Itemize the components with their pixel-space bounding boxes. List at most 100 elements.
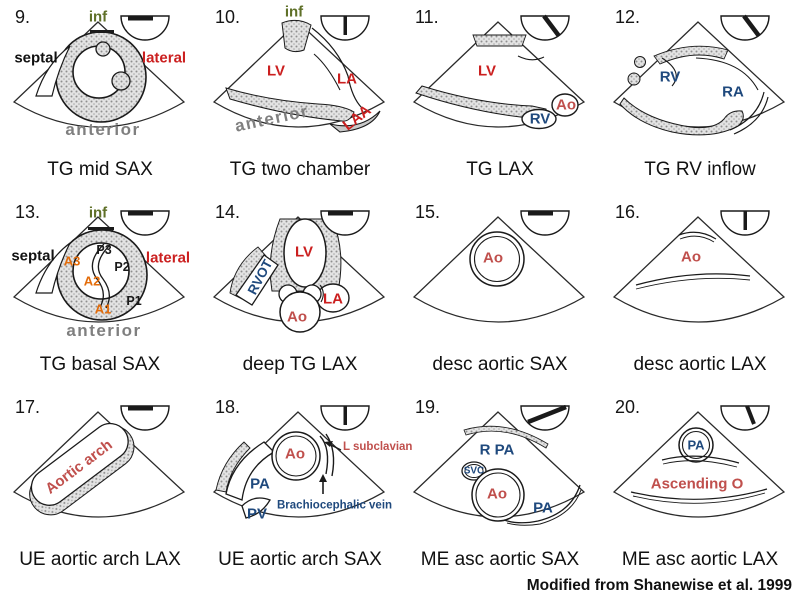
panel-15-desc-aortic-sax: 15. Ao desc aortic SAX <box>400 195 600 390</box>
multiplane-angle-icon <box>720 210 770 236</box>
label-a1: A1 <box>94 301 112 317</box>
label-pa: PA <box>250 475 270 493</box>
label-a3: A3 <box>63 253 81 269</box>
label-lateral: lateral <box>141 49 187 67</box>
label-lv: LV <box>294 243 314 261</box>
lv-cavity <box>72 242 130 300</box>
l-subclavian-arrowhead <box>324 441 333 447</box>
panel-20-drawing <box>612 405 786 518</box>
label-ao: Ao <box>556 96 576 114</box>
panel-19-me-asc-aortic-sax: 19. R PA SVC Ao PA ME asc aortic SAX <box>400 390 600 600</box>
aorta-far-wall <box>630 488 768 500</box>
aortic-arch-tube <box>29 422 135 516</box>
rv-free-wall-band <box>653 45 729 65</box>
panel-number: 14. <box>215 202 241 222</box>
aorta-near-wall <box>661 455 740 464</box>
multiplane-angle-icon <box>520 210 570 236</box>
label-ao: Ao <box>483 249 503 267</box>
panel-caption: desc aortic LAX <box>633 354 767 375</box>
panel-15-drawing <box>412 210 586 323</box>
left-edge-band <box>215 441 251 493</box>
multiplane-angle-icon <box>720 405 770 431</box>
label-la: LA <box>323 290 343 308</box>
panel-number: 13. <box>15 202 41 222</box>
panel-13-drawing <box>12 210 186 323</box>
label-ao: Ao <box>285 445 305 463</box>
papillary-muscle <box>111 71 131 91</box>
panel-number: 17. <box>15 397 41 417</box>
label-la: LA <box>337 70 357 88</box>
ultrasound-sector <box>612 216 786 323</box>
label-pv: PV <box>246 505 268 523</box>
pv-outline <box>241 497 271 519</box>
panel-12-drawing <box>612 14 786 136</box>
panel-10-tg-two-chamber: 10. inf LV LA LAA anterior TG two chambe… <box>200 0 400 195</box>
panel-caption: desc aortic SAX <box>432 354 568 375</box>
panel-caption: deep TG LAX <box>242 354 358 375</box>
panel-number: 11. <box>415 7 439 27</box>
panel-14-drawing <box>212 210 386 333</box>
panel-caption: TG two chamber <box>229 159 371 180</box>
panel-9-drawing <box>12 15 186 128</box>
panel-11-drawing <box>412 14 586 130</box>
panel-number: 19. <box>415 397 441 417</box>
panel-caption: ME asc aortic SAX <box>420 549 580 570</box>
panel-12-tg-rv-inflow: 12. RV RA TG RV inflow <box>600 0 800 195</box>
aorta-far-wall <box>635 273 751 286</box>
mitral-valve-line <box>313 53 341 91</box>
multiplane-angle-icon <box>120 15 170 41</box>
panel-number: 15. <box>415 202 441 222</box>
label-anterior: anterior <box>66 321 142 340</box>
label-septal: septal <box>11 247 55 265</box>
anterior-wall-band <box>472 34 527 47</box>
pa-inner-wall <box>681 430 711 460</box>
near-field-mark <box>90 30 114 33</box>
label-inf: inf <box>88 204 108 222</box>
label-p3: P3 <box>96 243 112 257</box>
panel-caption: UE aortic arch LAX <box>19 549 181 570</box>
multiplane-angle-icon <box>120 210 170 236</box>
rvot-channel <box>235 254 279 306</box>
tricuspid-line <box>695 57 759 91</box>
multiplane-angle-icon <box>520 14 570 41</box>
aorta-outline <box>271 431 321 481</box>
panel-16-desc-aortic-lax: 16. Ao desc aortic LAX <box>600 195 800 390</box>
label-lateral: lateral <box>145 249 191 267</box>
label-ao: Ao <box>287 308 307 326</box>
label-svc: SVC <box>463 465 485 477</box>
panel-19-drawing <box>412 404 586 526</box>
panel-18-drawing <box>212 405 386 519</box>
aorta-inner-wall <box>473 235 521 283</box>
subclavian-channel <box>319 435 329 475</box>
panel-20-me-asc-aortic-lax: 20. PA Ascending O ME asc aortic LAX <box>600 390 800 600</box>
attribution-text: Modified from Shanewise et al. 1999 <box>526 577 792 594</box>
lv-inferior-wall <box>225 87 355 122</box>
label-a2: A2 <box>83 273 101 289</box>
label-inf: inf <box>284 3 304 21</box>
label-septal: septal <box>14 49 58 67</box>
label-p2: P2 <box>114 260 130 274</box>
pa-border <box>503 484 581 524</box>
aorta-outline <box>279 291 321 333</box>
aorta-near-wall <box>678 231 717 240</box>
panel-caption: TG basal SAX <box>39 354 161 375</box>
label-lv: LV <box>477 62 497 80</box>
panel-14-deep-tg-lax: 14. LV RVOT LA Ao deep TG LAX <box>200 195 400 390</box>
panel-11-tg-lax: 11. LV Ao RV TG LAX <box>400 0 600 195</box>
panel-17-drawing <box>12 405 186 518</box>
ultrasound-sector <box>612 411 786 518</box>
laa-crescent <box>329 110 381 133</box>
rpa-band <box>463 425 549 449</box>
rv-crescent <box>35 242 71 294</box>
pa-channel <box>225 441 276 501</box>
near-field-mark <box>88 227 114 230</box>
wall-nodule <box>627 72 641 86</box>
rv-crescent <box>35 45 71 97</box>
label-brachiocephalic-vein: Brachiocephalic vein <box>277 499 393 512</box>
label-rv: RV <box>659 68 681 86</box>
label-ao: Ao <box>487 485 507 503</box>
panel-number: 16. <box>615 202 641 222</box>
pa-outline <box>678 427 714 463</box>
lv-apex-wall <box>281 19 312 53</box>
label-l-subclavian: L subclavian <box>343 441 413 453</box>
